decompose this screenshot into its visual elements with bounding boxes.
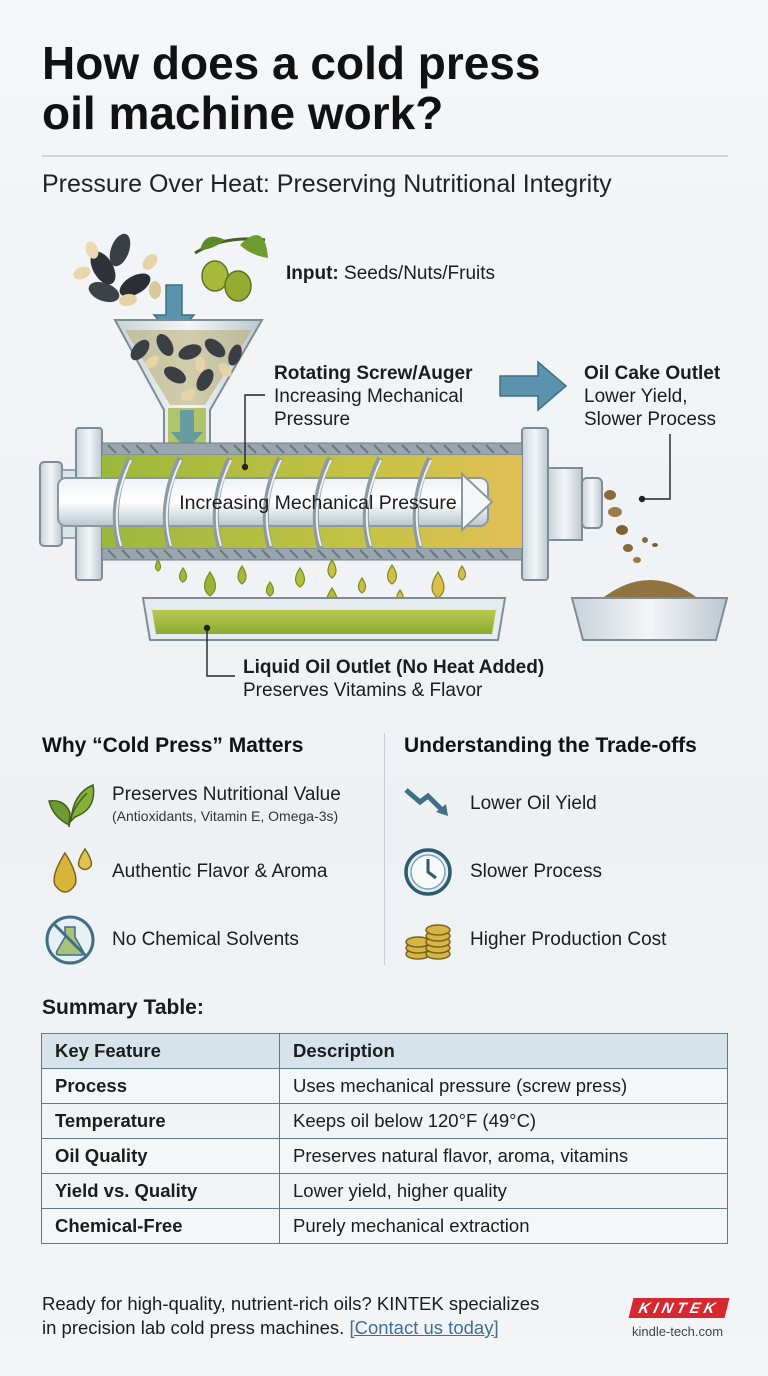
oil-outlet-sub: Preserves Vitamins & Flavor [243, 680, 483, 701]
table-header-row: Key Feature Description [41, 1033, 728, 1069]
table-row: Process Uses mechanical pressure (screw … [41, 1068, 728, 1104]
why-item-solvents-label: No Chemical Solvents [112, 929, 299, 950]
title-line-1: How does a cold press [42, 37, 541, 89]
input-label: Input: Seeds/Nuts/Fruits [286, 262, 495, 285]
why-item-flavor: Authentic Flavor & Aroma [42, 844, 327, 900]
why-item-nutrition: Preserves Nutritional Value (Antioxidant… [42, 776, 341, 832]
tradeoff-item-yield: Lower Oil Yield [400, 776, 597, 832]
table-cell-description: Purely mechanical extraction [279, 1208, 728, 1244]
summary-heading: Summary Table: [42, 996, 204, 1019]
screw-label-line1: Increasing Mechanical [274, 386, 464, 407]
why-item-nutrition-sub: (Antioxidants, Vitamin E, Omega-3s) [112, 808, 339, 824]
contact-link[interactable]: [Contact us today] [349, 1317, 499, 1338]
tradeoffs-heading: Understanding the Trade-offs [404, 734, 697, 757]
table-cell-description: Preserves natural flavor, aroma, vitamin… [279, 1138, 728, 1174]
page-title: How does a cold press oil machine work? [42, 38, 732, 138]
table-cell-feature: Chemical-Free [41, 1208, 280, 1244]
table-cell-feature: Oil Quality [41, 1138, 280, 1174]
table-cell-feature: Yield vs. Quality [41, 1173, 280, 1209]
why-item-nutrition-label: Preserves Nutritional Value [112, 784, 341, 805]
section-divider [384, 733, 385, 965]
tradeoff-item-cost: Higher Production Cost [400, 912, 666, 968]
leaf-icon [42, 776, 98, 832]
screw-label-title: Rotating Screw/Auger [274, 363, 473, 384]
cake-outlet-label: Oil Cake Outlet Lower Yield, Slower Proc… [584, 362, 720, 431]
cake-outlet-line2: Slower Process [584, 409, 716, 430]
cake-outlet-arrow-icon [499, 360, 568, 412]
cake-outlet-line1: Lower Yield, [584, 386, 688, 407]
footer-text: Ready for high-quality, nutrient-rich oi… [42, 1292, 602, 1340]
press-diagram: Increasing Mechanical Pressure [39, 233, 729, 677]
hopper [113, 319, 264, 456]
oil-tray [141, 597, 507, 641]
footer-line-1: Ready for high-quality, nutrient-rich oi… [42, 1293, 540, 1314]
table-cell-feature: Process [41, 1068, 280, 1104]
screw-label: Rotating Screw/Auger Increasing Mechanic… [274, 362, 472, 431]
why-item-solvents: No Chemical Solvents [42, 912, 299, 968]
shaft-label: Increasing Mechanical Pressure [179, 492, 456, 514]
why-heading: Why “Cold Press” Matters [42, 734, 304, 757]
oil-cake [570, 490, 729, 641]
tradeoff-item-yield-label: Lower Oil Yield [470, 793, 597, 814]
tradeoff-item-slower-label: Slower Process [470, 861, 602, 882]
title-divider [42, 155, 728, 157]
table-cell-description: Uses mechanical pressure (screw press) [279, 1068, 728, 1104]
kintek-logo: KINTEK [628, 1298, 730, 1318]
tradeoff-item-cost-label: Higher Production Cost [470, 929, 667, 950]
down-trend-arrow-icon [400, 776, 456, 832]
coins-icon [400, 912, 456, 968]
page-subtitle: Pressure Over Heat: Preserving Nutrition… [42, 170, 612, 198]
cake-outlet-title: Oil Cake Outlet [584, 363, 721, 384]
leader-lines [203, 394, 671, 677]
tradeoff-item-slower: Slower Process [400, 844, 602, 900]
oil-outlet-title: Liquid Oil Outlet (No Heat Added) [243, 657, 545, 678]
screw-flights [112, 456, 433, 549]
column-header: Key Feature [41, 1033, 280, 1069]
clock-icon [400, 844, 456, 900]
footer-line-2: in precision lab cold press machines. [42, 1317, 345, 1338]
site-url: kindle-tech.com [632, 1324, 724, 1339]
seeds-icon [73, 233, 161, 307]
column-header: Description [279, 1033, 728, 1069]
logo-text: KINTEK [628, 1298, 730, 1318]
press-barrel [39, 427, 603, 581]
oil-outlet-label: Liquid Oil Outlet (No Heat Added) Preser… [243, 656, 544, 702]
table-row: Temperature Keeps oil below 120°F (49°C) [41, 1103, 728, 1139]
screw-label-line2: Pressure [274, 409, 351, 430]
table-cell-feature: Temperature [41, 1103, 280, 1139]
olives-icon [194, 235, 268, 302]
summary-table: Key Feature Description Process Uses mec… [41, 1033, 728, 1244]
title-line-2: oil machine work? [42, 87, 444, 139]
oil-drops-icon [42, 844, 98, 900]
input-label-bold: Input: [286, 263, 339, 284]
table-row: Chemical-Free Purely mechanical extracti… [41, 1208, 728, 1244]
table-row: Oil Quality Preserves natural flavor, ar… [41, 1138, 728, 1174]
why-item-flavor-label: Authentic Flavor & Aroma [112, 861, 328, 882]
input-label-text: Seeds/Nuts/Fruits [344, 263, 496, 284]
no-chemicals-icon [42, 912, 98, 968]
table-row: Yield vs. Quality Lower yield, higher qu… [41, 1173, 728, 1209]
table-cell-description: Keeps oil below 120°F (49°C) [279, 1103, 728, 1139]
table-cell-description: Lower yield, higher quality [279, 1173, 728, 1209]
